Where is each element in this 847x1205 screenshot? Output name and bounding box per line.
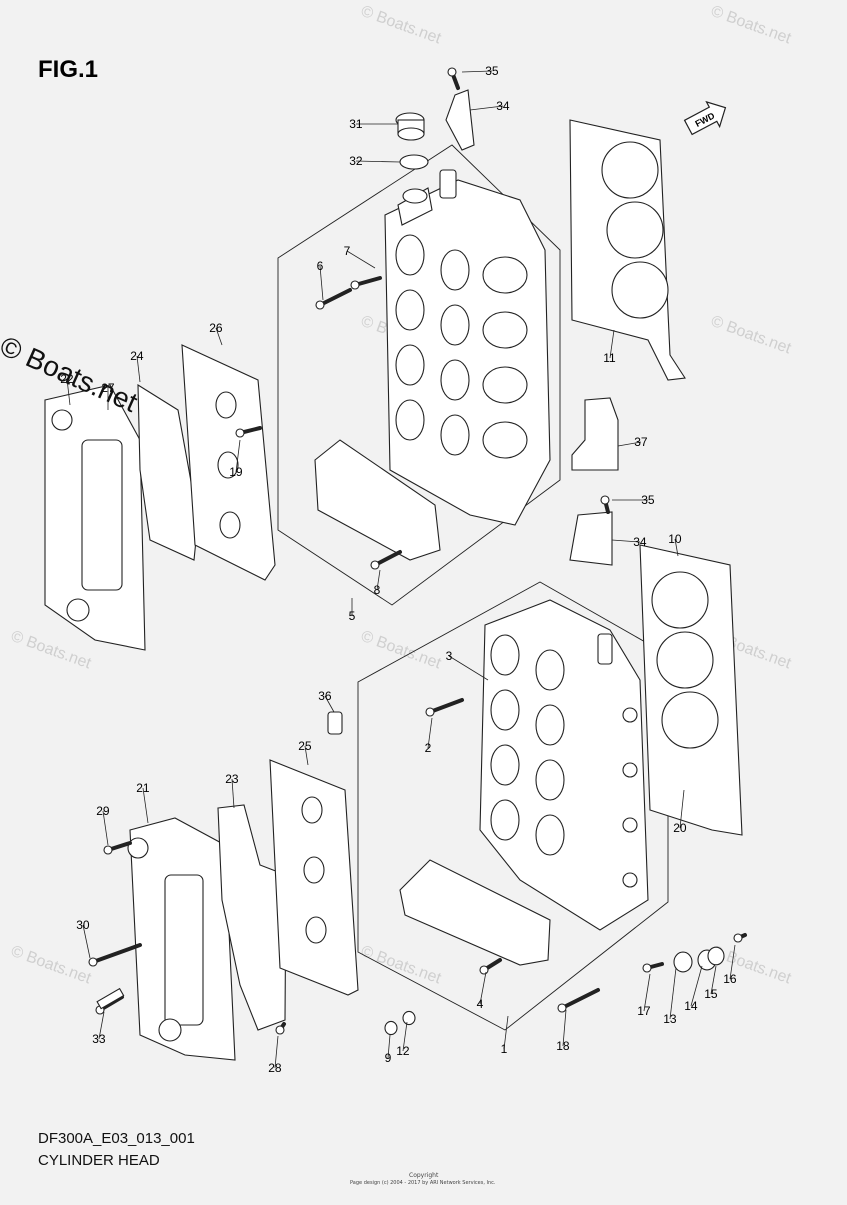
callout-3[interactable]: 3 [446, 649, 453, 663]
cover-gasket-25 [269, 759, 359, 996]
oil-filler-cap-31 [395, 112, 425, 141]
bracket-34-upper [445, 89, 475, 151]
callout-2[interactable]: 2 [425, 741, 432, 755]
callout-13[interactable]: 13 [663, 1012, 677, 1026]
watermark-tile: © Boats.net [709, 313, 794, 358]
callout-8[interactable]: 8 [374, 583, 381, 597]
callout-37[interactable]: 37 [634, 435, 648, 449]
callout-20[interactable]: 20 [673, 821, 687, 835]
callout-10[interactable]: 10 [668, 532, 682, 546]
watermark-tile: © Boats.net [359, 3, 444, 48]
callout-19[interactable]: 19 [229, 465, 243, 479]
callout-25[interactable]: 25 [298, 739, 312, 753]
callout-35[interactable]: 35 [485, 64, 499, 78]
callout-12[interactable]: 12 [396, 1044, 410, 1058]
head-gasket-lower [639, 544, 743, 836]
watermark-tile: © Boats.net [9, 628, 94, 673]
callout-6[interactable]: 6 [317, 259, 324, 273]
callout-33[interactable]: 33 [92, 1032, 106, 1046]
callout-34[interactable]: 34 [633, 535, 647, 549]
dowel-pin-36 [327, 711, 343, 735]
head-cover-lower [127, 817, 236, 1061]
upper-assembly-box [277, 144, 561, 606]
copyright-line-2: Page design (c) 2004 - 2017 by ARI Netwo… [350, 1180, 496, 1186]
lower-assembly-box [357, 581, 669, 1031]
callout-23[interactable]: 23 [225, 772, 239, 786]
fwd-arrow-icon: FWD [683, 100, 727, 136]
head-cover-upper [44, 384, 146, 651]
callout-24[interactable]: 24 [130, 349, 144, 363]
callout-26[interactable]: 26 [209, 321, 223, 335]
cover-gasket-24 [137, 383, 199, 561]
copyright-line-1: Copyright [409, 1172, 439, 1179]
callout-21[interactable]: 21 [136, 781, 150, 795]
callout-16[interactable]: 16 [723, 972, 737, 986]
figure-code: DF300A_E03_013_001 [38, 1130, 195, 1147]
lower-cylinder-head [399, 599, 649, 966]
callout-22[interactable]: 22 [60, 372, 74, 386]
callout-17[interactable]: 17 [637, 1004, 651, 1018]
cover-gasket-26 [181, 344, 276, 581]
head-gasket-upper [569, 119, 686, 381]
upper-cylinder-head [314, 169, 551, 561]
callout-32[interactable]: 32 [349, 154, 363, 168]
callout-14[interactable]: 14 [684, 999, 698, 1013]
watermark-tile: © Boats.net [359, 943, 444, 988]
callout-4[interactable]: 4 [477, 997, 484, 1011]
callout-29[interactable]: 29 [96, 804, 110, 818]
callout-28[interactable]: 28 [268, 1061, 282, 1075]
cover-gasket-23 [217, 804, 287, 1031]
callout-31[interactable]: 31 [349, 117, 363, 131]
callout-7[interactable]: 7 [344, 244, 351, 258]
callout-1[interactable]: 1 [501, 1042, 508, 1056]
bolt-group [88, 67, 747, 1036]
callout-27[interactable]: 27 [101, 381, 115, 395]
watermark-tile: © Boats.net [9, 943, 94, 988]
callout-18[interactable]: 18 [556, 1039, 570, 1053]
callout-5[interactable]: 5 [349, 609, 356, 623]
callout-35[interactable]: 35 [641, 493, 655, 507]
callout-9[interactable]: 9 [385, 1051, 392, 1065]
figure-title: FIG.1 [38, 56, 99, 83]
figure-name: CYLINDER HEAD [38, 1152, 160, 1169]
watermark-tile: © Boats.net [709, 3, 794, 48]
watermark-tile: © Boats.net [359, 628, 444, 673]
callout-11[interactable]: 11 [603, 351, 616, 365]
callout-leaders [66, 70, 736, 1069]
bracket-37 [571, 397, 619, 471]
callout-30[interactable]: 30 [76, 918, 90, 932]
o-ring-32 [399, 154, 429, 170]
bracket-34-lower [569, 511, 613, 566]
callout-34[interactable]: 34 [496, 99, 510, 113]
callout-36[interactable]: 36 [318, 689, 332, 703]
callout-15[interactable]: 15 [704, 987, 718, 1001]
